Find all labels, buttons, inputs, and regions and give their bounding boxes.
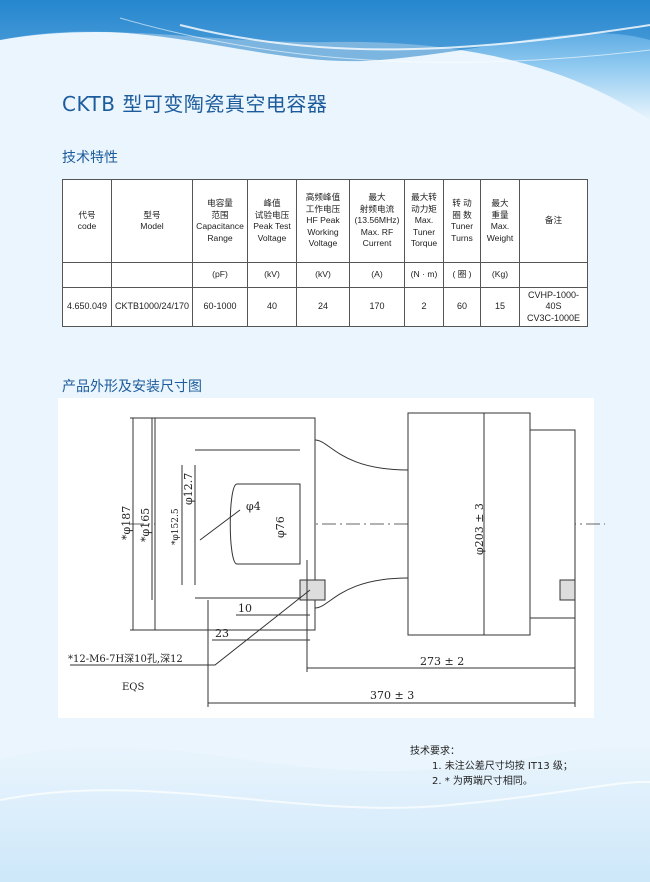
unit-cell: (pF)	[192, 262, 248, 288]
table-row: 4.650.049 CKTB1000/24/170 60-1000 40 24 …	[62, 287, 588, 327]
note-item: 1. 未注公差尺寸均按 IT13 级；	[432, 761, 573, 772]
cell-peak-test-voltage: 40	[247, 287, 297, 327]
section-heading-specs: 技术特性	[62, 150, 118, 166]
cell-max-torque: 2	[404, 287, 444, 327]
header-remark: 备注	[519, 179, 588, 263]
cell-hf-peak-voltage: 24	[296, 287, 350, 327]
drawing-panel	[58, 398, 594, 718]
page-title: CKTB 型可变陶瓷真空电容器	[62, 92, 328, 116]
unit-cell: (kV)	[247, 262, 297, 288]
cell-code: 4.650.049	[62, 287, 112, 327]
table-unit-row: (pF) (kV) (kV) (A) (N · m) ( 圈 ) (Kg)	[62, 262, 588, 288]
unit-cell: (Kg)	[480, 262, 520, 288]
cell-capacitance: 60-1000	[192, 287, 248, 327]
cell-tuner-turns: 60	[443, 287, 481, 327]
unit-cell: (A)	[349, 262, 405, 288]
unit-cell: (kV)	[296, 262, 350, 288]
notes-heading: 技术要求：	[410, 746, 460, 757]
section-heading-drawing: 产品外形及安装尺寸图	[62, 379, 202, 395]
note-item: 2. * 为两端尺寸相同。	[432, 776, 533, 787]
technical-notes: 技术要求： 1. 未注公差尺寸均按 IT13 级； 2. * 为两端尺寸相同。	[410, 744, 573, 789]
cell-max-weight: 15	[480, 287, 520, 327]
cell-max-rf-current: 170	[349, 287, 405, 327]
unit-cell: ( 圈 )	[443, 262, 481, 288]
cell-model: CKTB1000/24/170	[111, 287, 193, 327]
unit-cell: (N · m)	[404, 262, 444, 288]
